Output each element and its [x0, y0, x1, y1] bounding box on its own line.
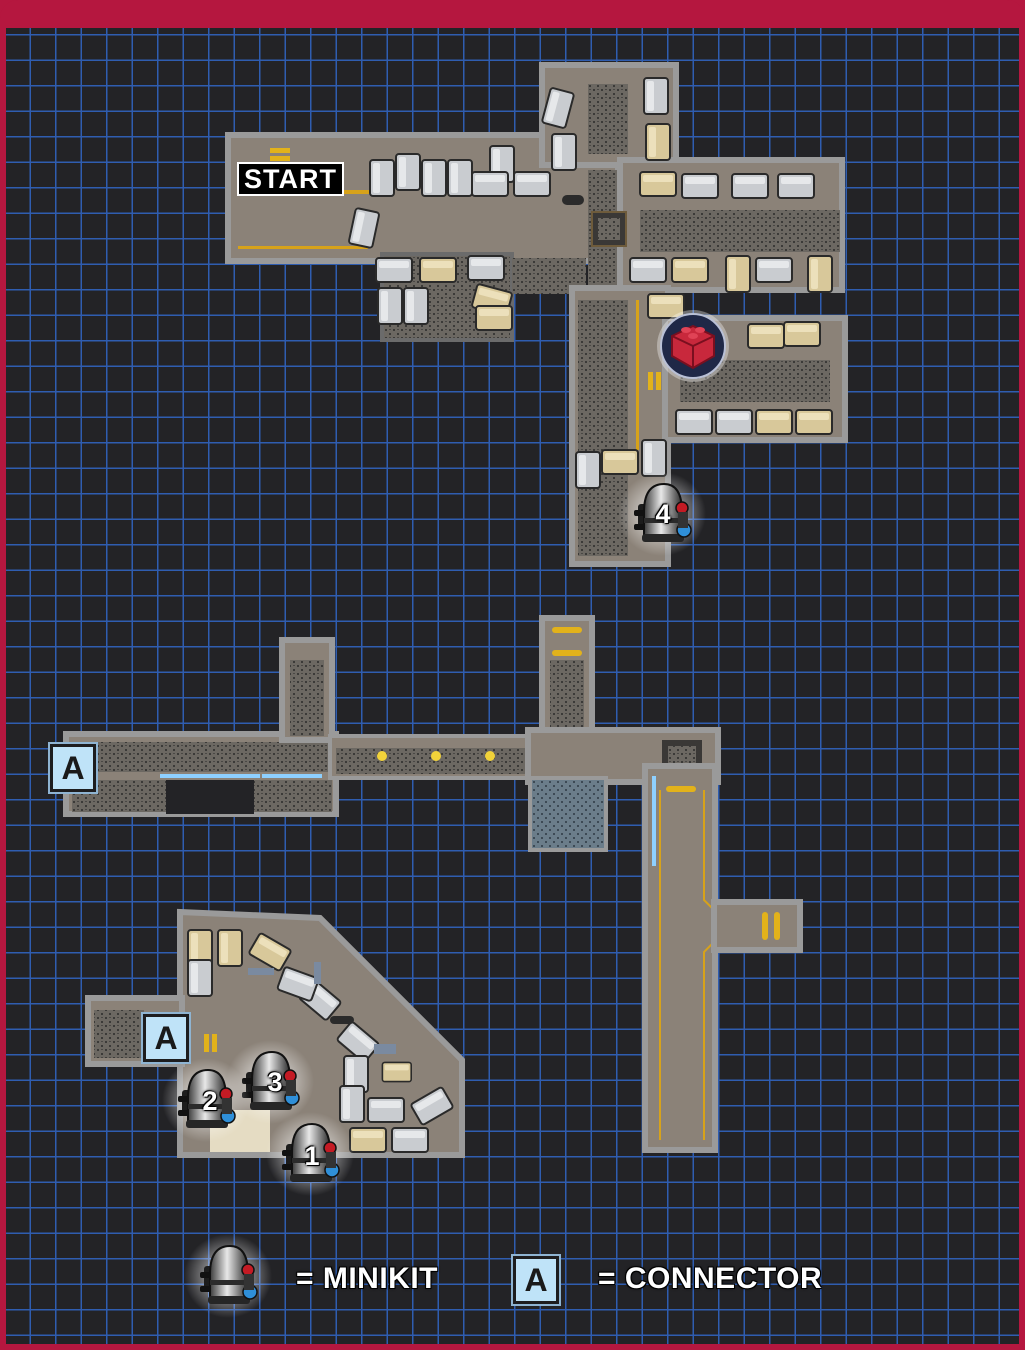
legend-connector-label: = CONNECTOR — [598, 1262, 823, 1295]
middle-section — [63, 615, 803, 1153]
legend-connector-icon: A — [511, 1254, 561, 1306]
minikit-number-1: 1 — [304, 1141, 320, 1171]
start-label: START — [237, 162, 344, 196]
upper-section — [225, 62, 848, 567]
minikit-number-3: 3 — [267, 1067, 283, 1097]
connector-marker-lower: A — [141, 1012, 191, 1064]
level-map — [63, 62, 848, 1319]
connector-marker-west: A — [48, 742, 98, 794]
minikit-number-4: 4 — [655, 499, 671, 529]
legend-minikit-icon — [183, 1233, 273, 1319]
legend-minikit-label: = MINIKIT — [296, 1262, 439, 1295]
minikit-number-2: 2 — [202, 1086, 218, 1116]
map-grid — [6, 28, 1019, 1344]
force-field — [160, 774, 260, 778]
red-brick-icon — [657, 310, 729, 382]
